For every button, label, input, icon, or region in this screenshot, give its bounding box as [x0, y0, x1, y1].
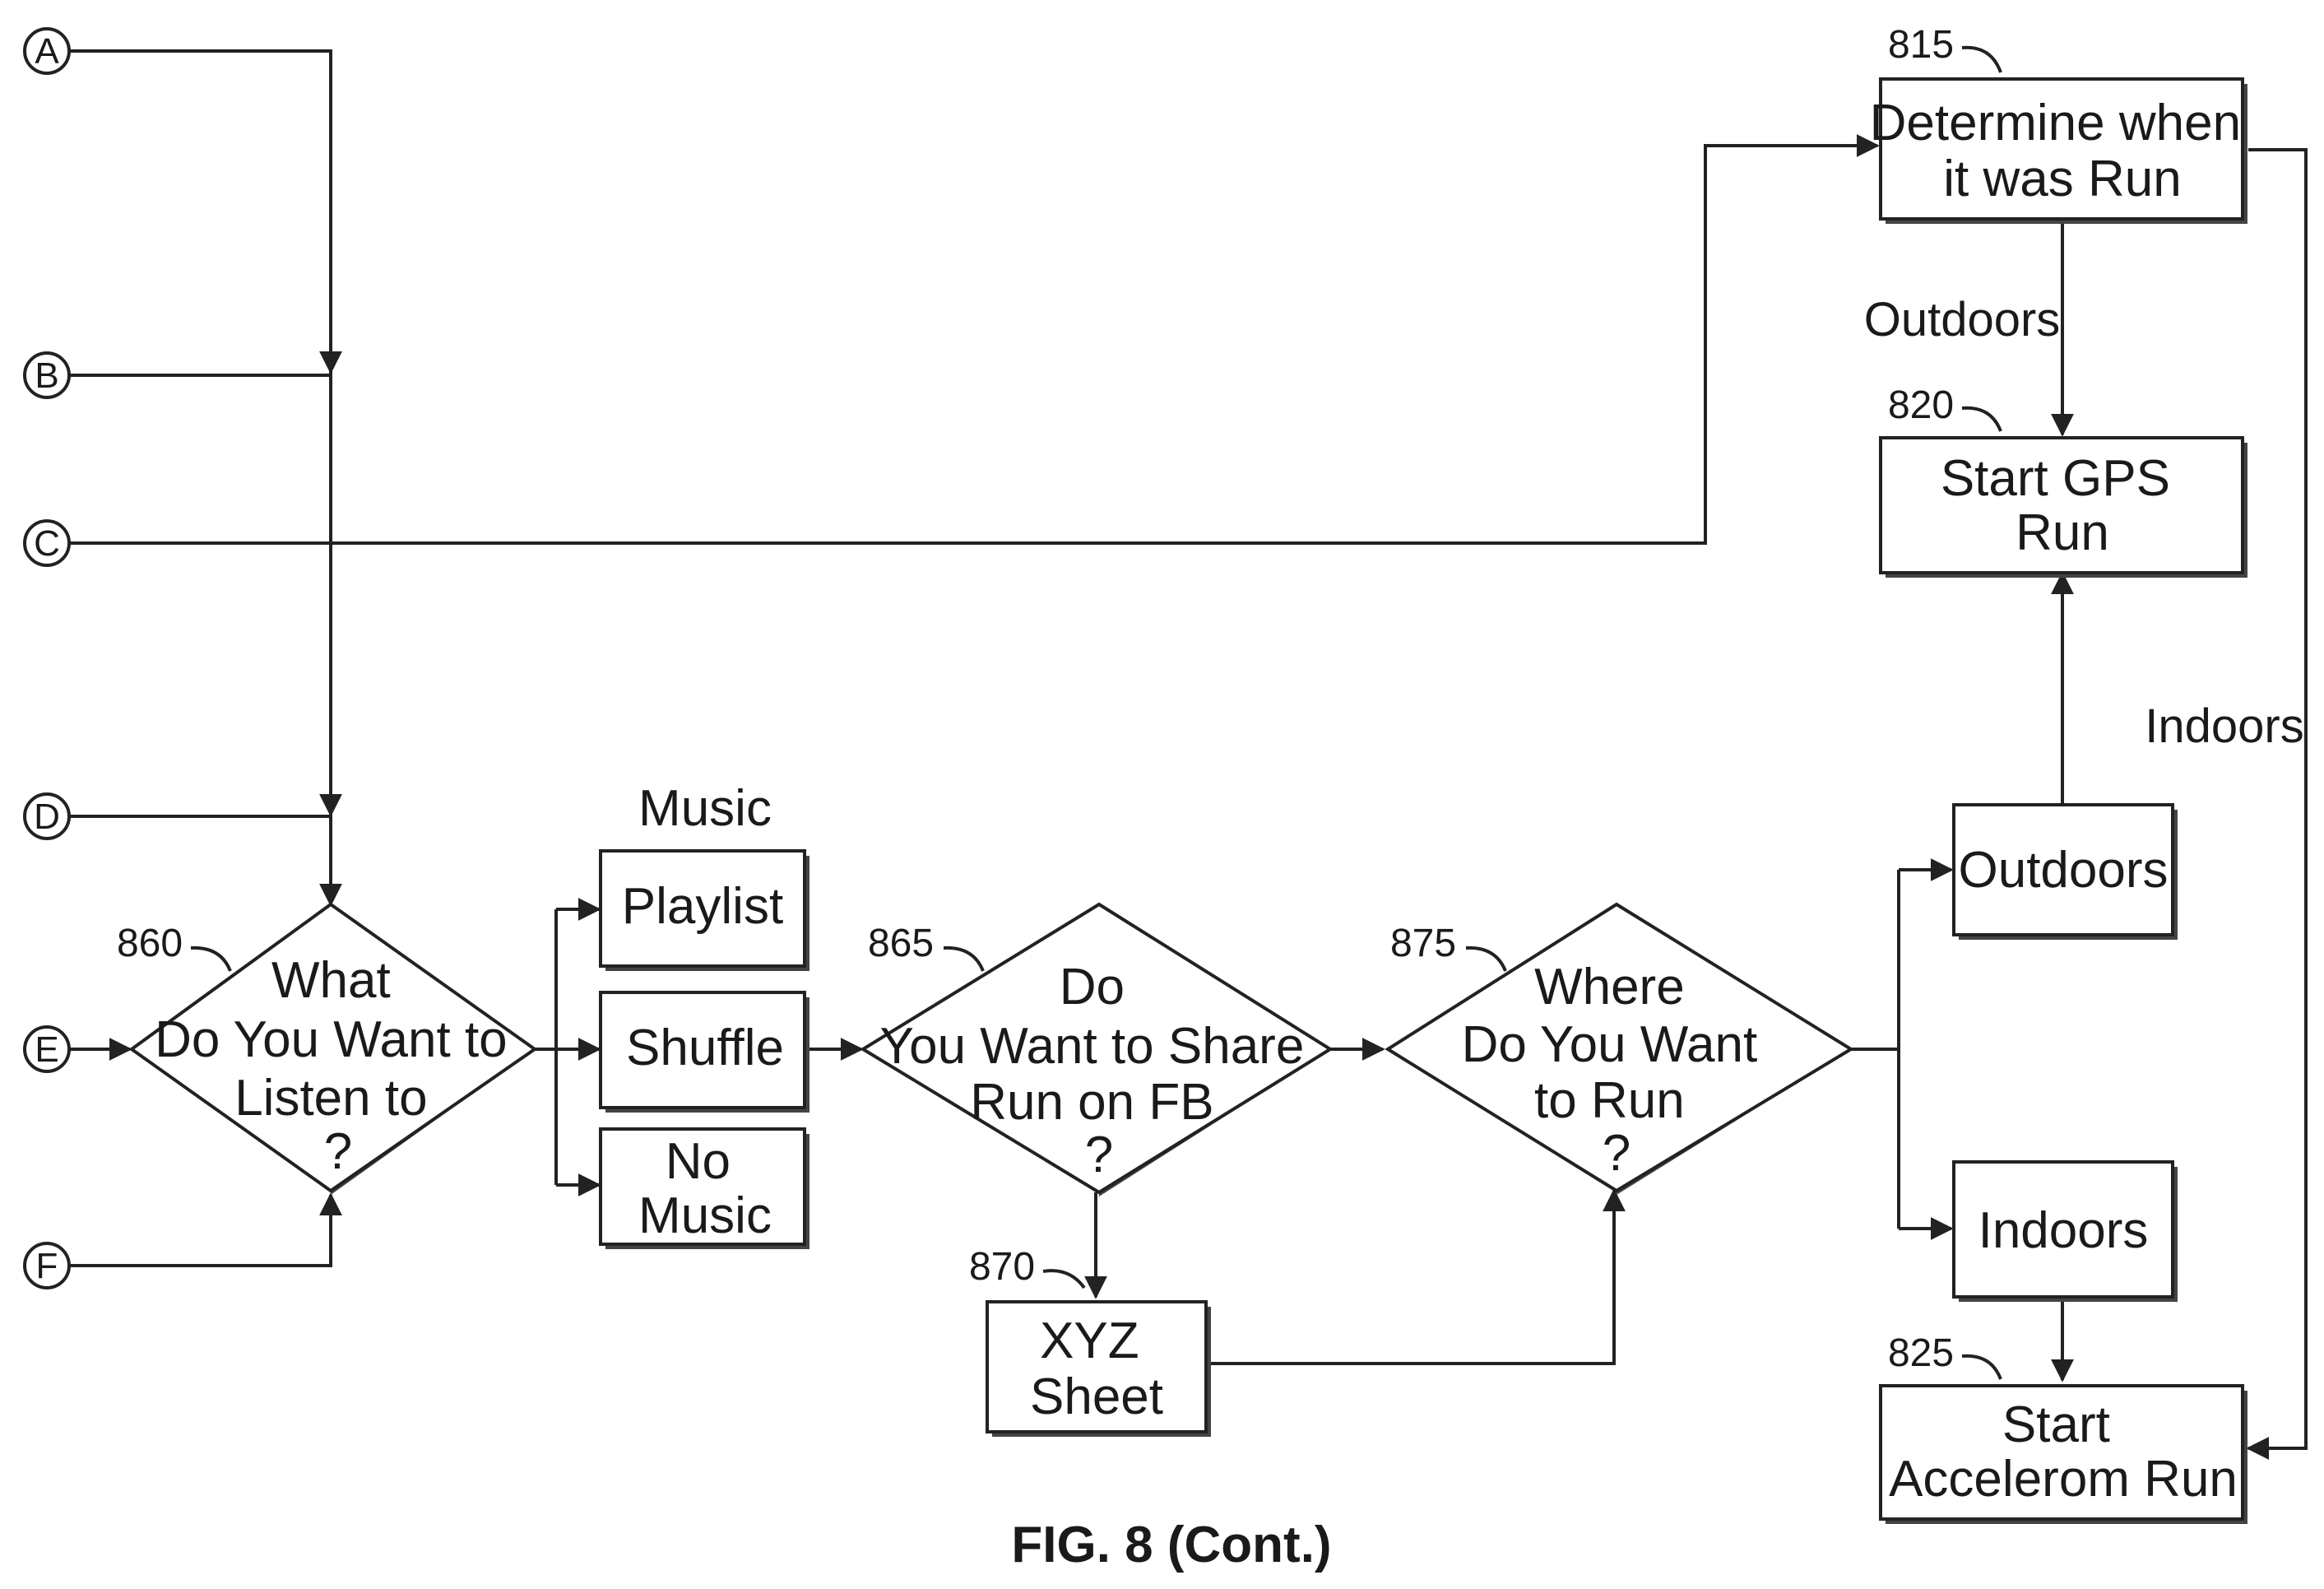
connector-e: E	[25, 1027, 69, 1071]
flow-870-to-875	[1209, 1191, 1614, 1364]
decision-865-text: Do You Want to Share Run on FB ?	[879, 959, 1318, 1183]
ref-825-leader	[1962, 1356, 2001, 1379]
decision-875-line: to Run	[1534, 1072, 1685, 1129]
connector-e-label: E	[35, 1029, 58, 1070]
box-870-line: XYZ	[1040, 1313, 1139, 1369]
ref-865-leader	[944, 948, 983, 971]
outdoors-box: Outdoors	[1954, 805, 2178, 940]
decision-860: What Do You Want to Listen to ? 860	[117, 904, 535, 1195]
decision-860-text: What Do You Want to Listen to ?	[155, 952, 522, 1180]
flow-f	[69, 1195, 331, 1266]
playlist-box: Playlist	[601, 851, 809, 971]
box-815-line: it was Run	[1943, 151, 2181, 207]
connector-c: C	[25, 521, 69, 565]
flow-c	[69, 146, 1877, 543]
ref-865: 865	[868, 922, 934, 965]
no-music-line: Music	[638, 1187, 772, 1244]
ref-870-leader	[1043, 1271, 1084, 1288]
connector-b-label: B	[35, 355, 58, 396]
connector-a: A	[25, 29, 69, 73]
ref-875-leader	[1466, 948, 1505, 971]
connector-c-label: C	[34, 523, 60, 564]
box-815-line: Determine when	[1870, 95, 2241, 151]
connector-b: B	[25, 353, 69, 397]
decision-865-line: Do	[1060, 959, 1125, 1015]
box-825-line: Accelerom Run	[1889, 1451, 2238, 1508]
ref-860-leader	[191, 948, 230, 971]
decision-875: Where Do You Want to Run ? 875	[1388, 904, 1851, 1195]
decision-875-line: ?	[1603, 1125, 1631, 1182]
playlist-label: Playlist	[622, 878, 783, 935]
box-820-line: Start GPS	[1941, 450, 2170, 507]
connector-f: F	[25, 1243, 69, 1288]
flow-815-to-825	[2248, 150, 2306, 1448]
edge-label-outdoors: Outdoors	[1864, 293, 2061, 346]
box-870-line: Sheet	[1030, 1368, 1163, 1425]
box-870-text: XYZ Sheet	[1030, 1313, 1163, 1425]
decision-865-line: You Want to Share	[879, 1018, 1304, 1075]
decision-865: Do You Want to Share Run on FB ? 865	[863, 904, 1330, 1196]
box-815: Determine when it was Run 815	[1870, 23, 2256, 224]
outdoors-box-label: Outdoors	[1958, 842, 2168, 899]
edge-label-indoors: Indoors	[2145, 699, 2303, 753]
box-820-line: Run	[2016, 504, 2109, 561]
ref-815-leader	[1962, 48, 2001, 72]
ref-870: 870	[969, 1245, 1035, 1289]
decision-860-line: Do You Want to	[155, 1011, 508, 1068]
decision-875-line: Do You Want	[1462, 1016, 1758, 1073]
ref-820-leader	[1962, 408, 2001, 431]
ref-875: 875	[1390, 922, 1456, 965]
ref-860: 860	[117, 922, 183, 965]
no-music-box: No Music	[601, 1129, 809, 1249]
music-heading: Music	[638, 780, 772, 837]
decision-860-line: What	[271, 952, 391, 1009]
decision-865-line: Run on FB	[970, 1074, 1213, 1131]
connector-f-label: F	[36, 1246, 58, 1286]
box-870: XYZ Sheet 870	[969, 1245, 1211, 1437]
ref-815: 815	[1888, 23, 1954, 67]
decision-875-line: Where	[1534, 959, 1685, 1015]
shuffle-box: Shuffle	[601, 992, 809, 1113]
no-music-line: No	[666, 1133, 731, 1190]
indoors-box: Indoors	[1954, 1162, 2178, 1302]
connector-d-label: D	[34, 797, 60, 837]
shuffle-label: Shuffle	[626, 1020, 784, 1076]
indoors-box-label: Indoors	[1978, 1202, 2149, 1259]
decision-860-line: ?	[324, 1123, 352, 1180]
decision-865-line: ?	[1085, 1127, 1113, 1183]
ref-820: 820	[1888, 383, 1954, 427]
connector-a-label: A	[35, 31, 59, 72]
decision-860-line: Listen to	[234, 1070, 427, 1127]
ref-825: 825	[1888, 1331, 1954, 1375]
connector-d: D	[25, 794, 69, 839]
flow-a	[69, 51, 331, 372]
box-825-line: Start	[2002, 1396, 2110, 1453]
figure-caption: FIG. 8 (Cont.)	[1011, 1517, 1331, 1573]
